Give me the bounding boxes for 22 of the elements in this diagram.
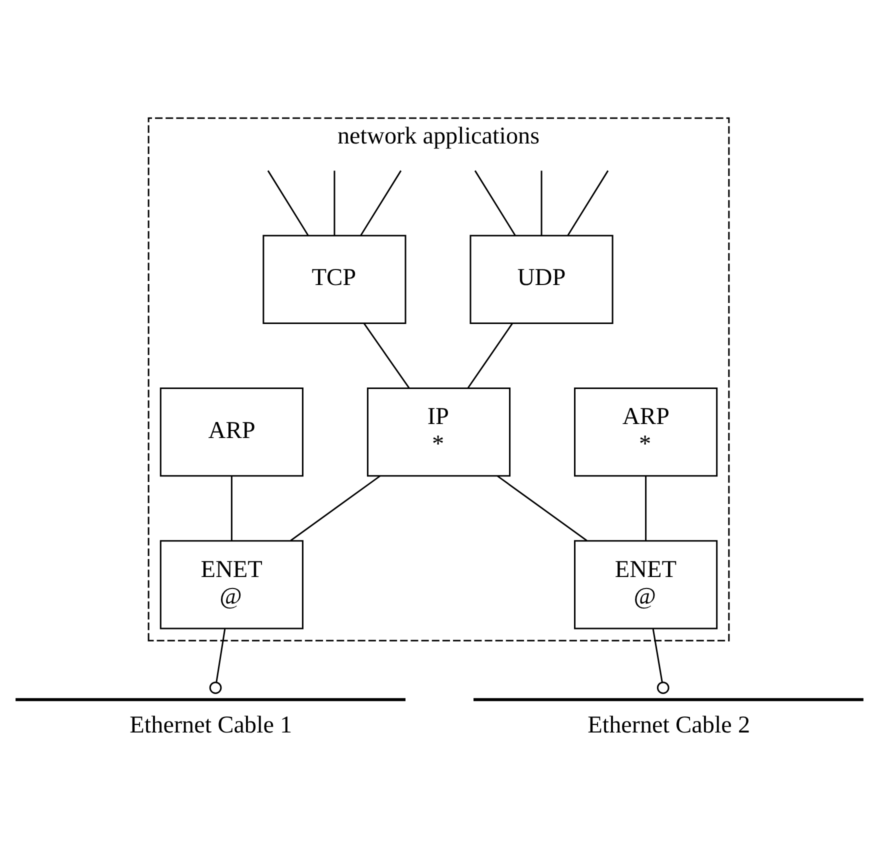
connector (567, 170, 609, 236)
node-box: IP * (366, 388, 511, 477)
connector (363, 322, 410, 388)
node-box: ENET @ (160, 540, 304, 630)
node-box: ARP * (574, 388, 718, 477)
connector (230, 476, 232, 541)
node-box: UDP (470, 234, 614, 324)
connector (360, 170, 402, 236)
node-text: Ethernet Cable 2 (588, 712, 750, 739)
node-box: ENET @ (574, 540, 718, 630)
connector (497, 475, 588, 542)
node-box: ARP (160, 388, 304, 477)
node-text: Ethernet Cable 1 (130, 712, 292, 739)
connector (290, 475, 380, 542)
connector (652, 628, 670, 694)
connector (474, 170, 516, 236)
connector (267, 170, 309, 236)
connector (467, 322, 513, 388)
connector (540, 170, 542, 236)
connector (334, 170, 336, 236)
connector (645, 476, 647, 541)
node-box: TCP (262, 234, 406, 324)
